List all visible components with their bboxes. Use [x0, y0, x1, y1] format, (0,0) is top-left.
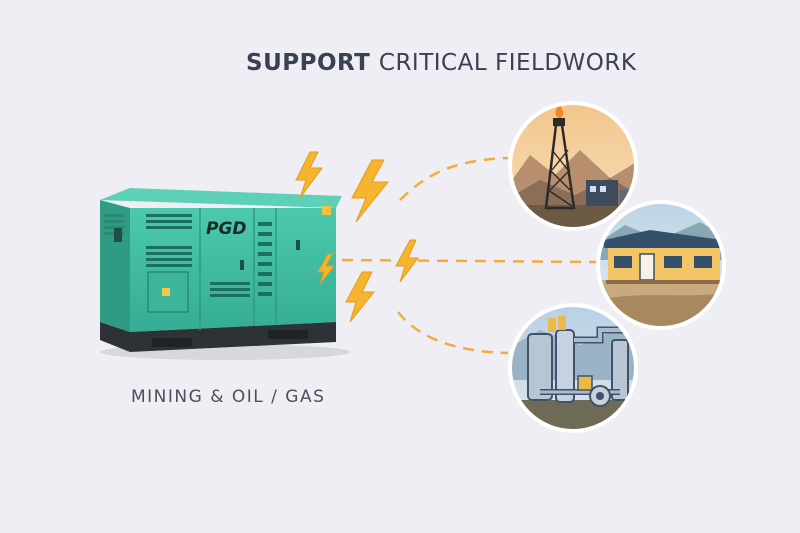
bolt-icon: [395, 239, 419, 283]
connector-line-bottom: [397, 311, 509, 355]
processing-plant-scene: [510, 305, 636, 431]
generator: PGD: [100, 188, 350, 360]
scene-frame: [508, 303, 638, 433]
headline-strong: SUPPORT: [246, 50, 371, 76]
connector-line-top: [399, 156, 509, 201]
connector-lines: [341, 156, 599, 355]
scene-frame: [596, 200, 726, 330]
bolt-icon: [317, 253, 336, 285]
headline: SUPPORT CRITICAL FIELDWORK: [246, 50, 636, 76]
headline-rest: CRITICAL FIELDWORK: [378, 50, 637, 76]
generator-brand: PGD: [206, 219, 247, 239]
oil-rig-scene: [510, 103, 636, 229]
bolt-icon: [295, 151, 323, 199]
bolt-icon: [351, 159, 390, 223]
bolt-icon: [345, 271, 376, 323]
connector-line-middle: [341, 258, 599, 264]
lightning-bolts: [295, 151, 419, 323]
caption: MINING & OIL / GAS: [131, 387, 326, 407]
scene-frame: [508, 101, 638, 231]
